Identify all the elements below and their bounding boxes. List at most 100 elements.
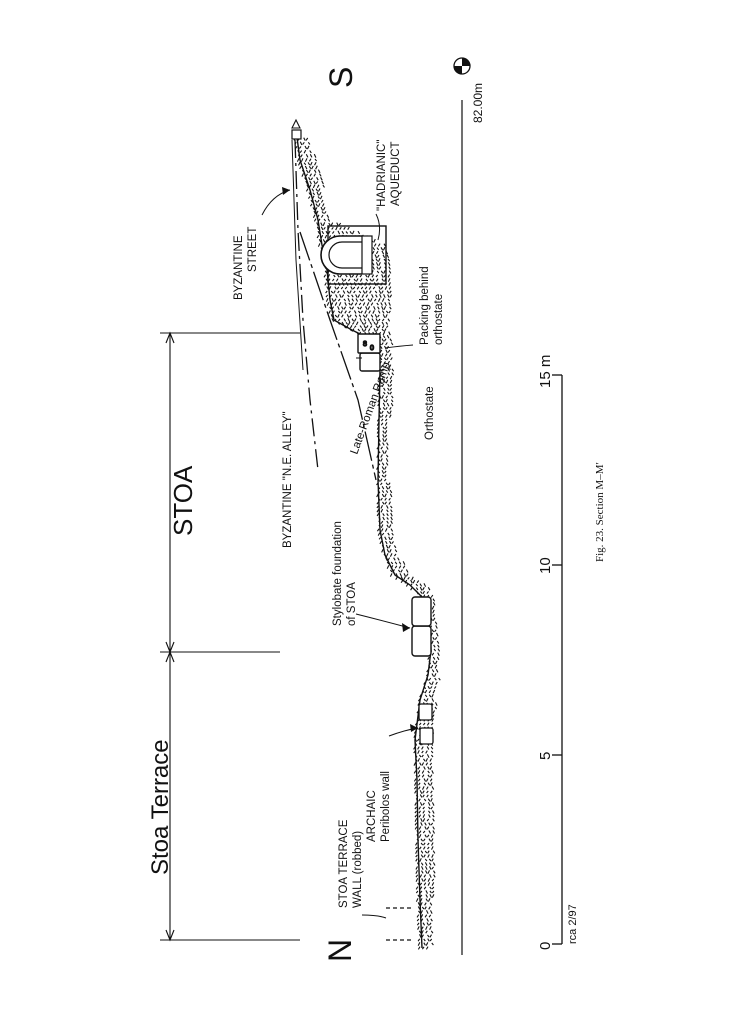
rubble-stroke (421, 750, 424, 754)
rubble-stroke (381, 474, 385, 478)
rubble-stroke (430, 798, 433, 802)
rubble-stroke (418, 722, 422, 726)
rubble-stroke (421, 946, 425, 950)
rubble-stroke (430, 822, 434, 826)
rubble-stroke (313, 169, 317, 173)
rubble-stroke (320, 214, 324, 218)
rubble-stroke (422, 722, 426, 726)
leader-arrowheads (282, 187, 418, 732)
north-label: N (322, 939, 358, 962)
rubble-stroke (382, 314, 386, 318)
rubble-stroke (319, 173, 322, 177)
rubble-stroke (428, 814, 431, 818)
rubble-stroke (386, 513, 389, 517)
rubble-stroke (307, 162, 311, 166)
rubble-stroke (326, 286, 329, 290)
rubble-stroke (427, 846, 430, 850)
rubble-stroke (364, 310, 367, 314)
rubble-stroke (436, 656, 440, 661)
scale-bar (552, 374, 563, 945)
figure-caption: Fig. 23. Section M–M′ (594, 462, 606, 562)
rubble-stroke (395, 576, 398, 580)
rubble-stroke (394, 565, 398, 569)
rubble-stroke (386, 334, 390, 339)
rubble-stroke (428, 690, 432, 694)
rubble-stroke (432, 617, 436, 621)
rubble-stroke (343, 306, 347, 310)
rubble-stroke (380, 247, 384, 251)
rubble-stroke (424, 822, 427, 826)
rubble-stroke (423, 882, 427, 886)
rubble-stroke (418, 782, 421, 786)
rubble-stroke (360, 310, 363, 314)
rubble-stroke (419, 586, 423, 591)
rubble-stroke (381, 338, 385, 342)
rubble-stroke (355, 278, 359, 282)
rubble-stroke (424, 906, 427, 910)
rubble-stroke (387, 372, 390, 376)
rubble-stroke (316, 184, 320, 188)
rubble-stroke (377, 258, 381, 262)
rubble-stroke (380, 482, 383, 486)
rubble-stroke (427, 770, 430, 774)
rubble-stroke (434, 660, 438, 665)
rubble-stroke (387, 349, 391, 353)
rubble-stroke (314, 161, 317, 166)
rubble-stroke (360, 286, 364, 290)
rubble-stroke (417, 906, 421, 910)
rubble-stroke (431, 652, 435, 656)
rubble-stroke (428, 858, 432, 862)
rubble-stroke (431, 866, 434, 870)
rubble-stroke (422, 830, 426, 834)
rubble-stroke (321, 203, 325, 207)
rubble-stroke (389, 410, 392, 415)
rubble-stroke (314, 199, 318, 203)
rubble-stroke (378, 266, 382, 270)
rubble-stroke (388, 266, 391, 270)
rubble-stroke (427, 882, 431, 886)
rubble-stroke (343, 318, 347, 322)
rubble-stroke (384, 501, 387, 505)
rubble-stroke (376, 509, 380, 513)
rubble-stroke (428, 922, 432, 926)
rubble-stroke (420, 854, 424, 858)
rubble-stroke (428, 806, 431, 810)
rubble-stroke (389, 553, 393, 557)
rubble-stroke (432, 598, 436, 602)
rubble-stroke (414, 810, 417, 814)
rubble-stroke (384, 353, 388, 357)
rubble-stroke (427, 766, 430, 770)
rubble-stroke (380, 528, 384, 532)
rubble-stroke (306, 184, 309, 189)
rubble-stroke (354, 302, 358, 306)
rubble-stroke (358, 290, 362, 294)
rubble-stroke (343, 278, 347, 282)
rubble-stroke (386, 520, 389, 524)
rubble-stroke (393, 553, 397, 557)
rubble-stroke (322, 222, 326, 227)
rubble-stroke (348, 310, 351, 314)
rubble-stroke (342, 290, 346, 294)
rubble-stroke (303, 149, 307, 154)
rubble-stroke (384, 470, 387, 474)
rubble-stroke (364, 286, 368, 290)
rubble-stroke (431, 786, 435, 790)
rubble-stroke (430, 754, 434, 758)
rubble-stroke (431, 718, 434, 722)
rubble-stroke (423, 886, 427, 890)
rubble-stroke (351, 306, 355, 310)
rubble-stroke (324, 234, 328, 239)
rubble-stroke (414, 822, 418, 826)
rubble-stroke (358, 302, 362, 306)
rubble-stroke (381, 298, 385, 302)
rubble-stroke (386, 509, 389, 513)
rubble-stroke (431, 673, 435, 677)
rubble-stroke (339, 274, 343, 278)
rubble-stroke (430, 918, 433, 922)
rubble-stroke (434, 621, 438, 625)
rubble-stroke (379, 540, 382, 545)
rubble-stroke (385, 490, 389, 494)
rubble-stroke (422, 806, 425, 810)
rubble-stroke (341, 306, 344, 310)
rubble-stroke (382, 254, 386, 258)
